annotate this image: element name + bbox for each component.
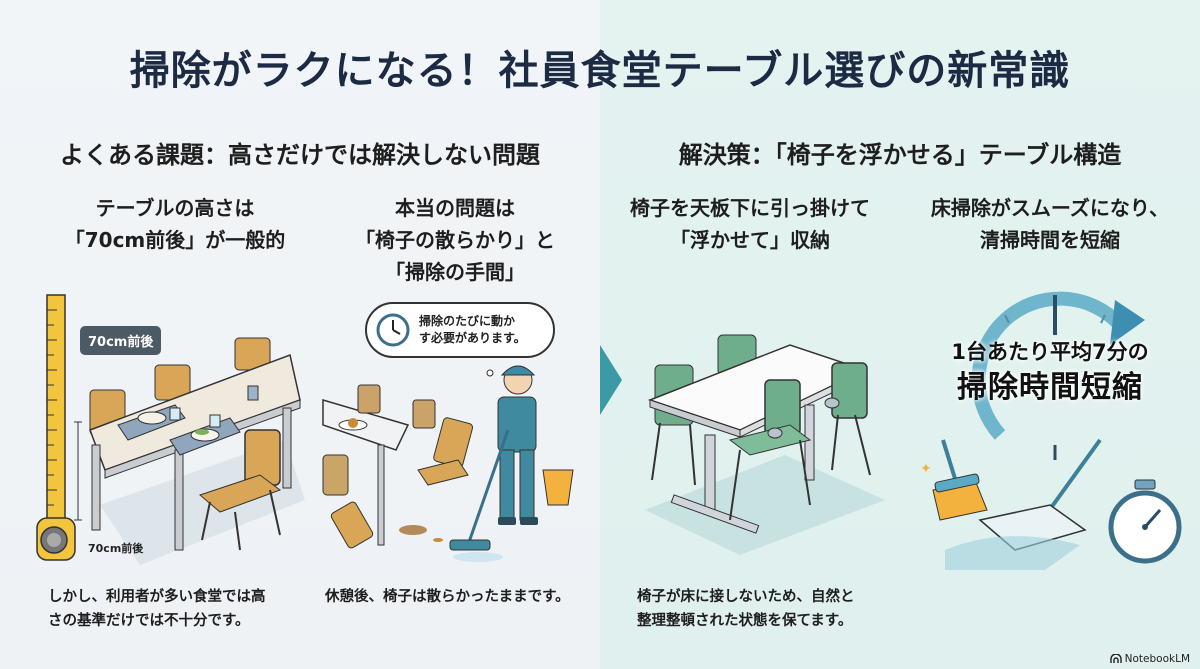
- caption-floating-chairs: 椅子が床に接しないため、自然と 整理整頓された状態を保てます。: [637, 589, 855, 629]
- speech-bubble: 掃除のたびに動か す必要があります。: [365, 302, 555, 358]
- stat-line-2: 掃除時間短縮: [957, 370, 1143, 405]
- column-heading-real-problem: 本当の問題は 「椅子の散らかり」と 「掃除の手間」: [355, 196, 555, 284]
- time-saving-illustration: ✦: [920, 291, 1182, 570]
- column-heading-floating-chairs: 椅子を天板下に引っ掛けて 「浮かせて」収納: [630, 196, 870, 252]
- problem-section-heading: よくある課題：高さだけでは解決しない問題: [60, 141, 540, 169]
- floating-chair-table-illustration: [645, 334, 885, 555]
- measuring-tape-table-illustration: [36, 294, 305, 565]
- speech-text: 掃除のたびに動か す必要があります。: [419, 314, 526, 345]
- column-heading-time-saving: 床掃除がスムーズになり、 清掃時間を短縮: [930, 196, 1170, 252]
- solution-section-heading: 解決策：「椅子を浮かせる」テーブル構造: [678, 141, 1122, 169]
- clock-icon: [376, 313, 410, 347]
- svg-text:✦: ✦: [920, 461, 932, 477]
- right-panel-background: [600, 0, 1200, 669]
- stat-line-1: 1台あたり平均7分の: [951, 340, 1149, 364]
- page-title: 掃除がラクになる！社員食堂テーブル選びの新常識: [129, 48, 1071, 94]
- caption-table-height: しかし、利用者が多い食堂では高 さの基準だけでは不十分です。: [48, 589, 266, 629]
- time-saving-stat: 1台あたり平均7分の 掃除時間短縮: [900, 336, 1200, 408]
- caption-real-problem: 休憩後、椅子は散らかったままです。: [325, 589, 570, 605]
- brand-watermark: NotebookLM: [1109, 653, 1190, 665]
- column-heading-table-height: テーブルの高さは 「70cm前後」が一般的: [64, 196, 286, 252]
- tape-height-label: 70cm前後: [88, 542, 144, 555]
- arrow-right-icon: [600, 345, 622, 415]
- janitor-messy-chairs-illustration: [322, 365, 574, 562]
- height-badge: 70cm前後: [80, 326, 162, 355]
- notebooklm-logo-icon: [1109, 654, 1122, 663]
